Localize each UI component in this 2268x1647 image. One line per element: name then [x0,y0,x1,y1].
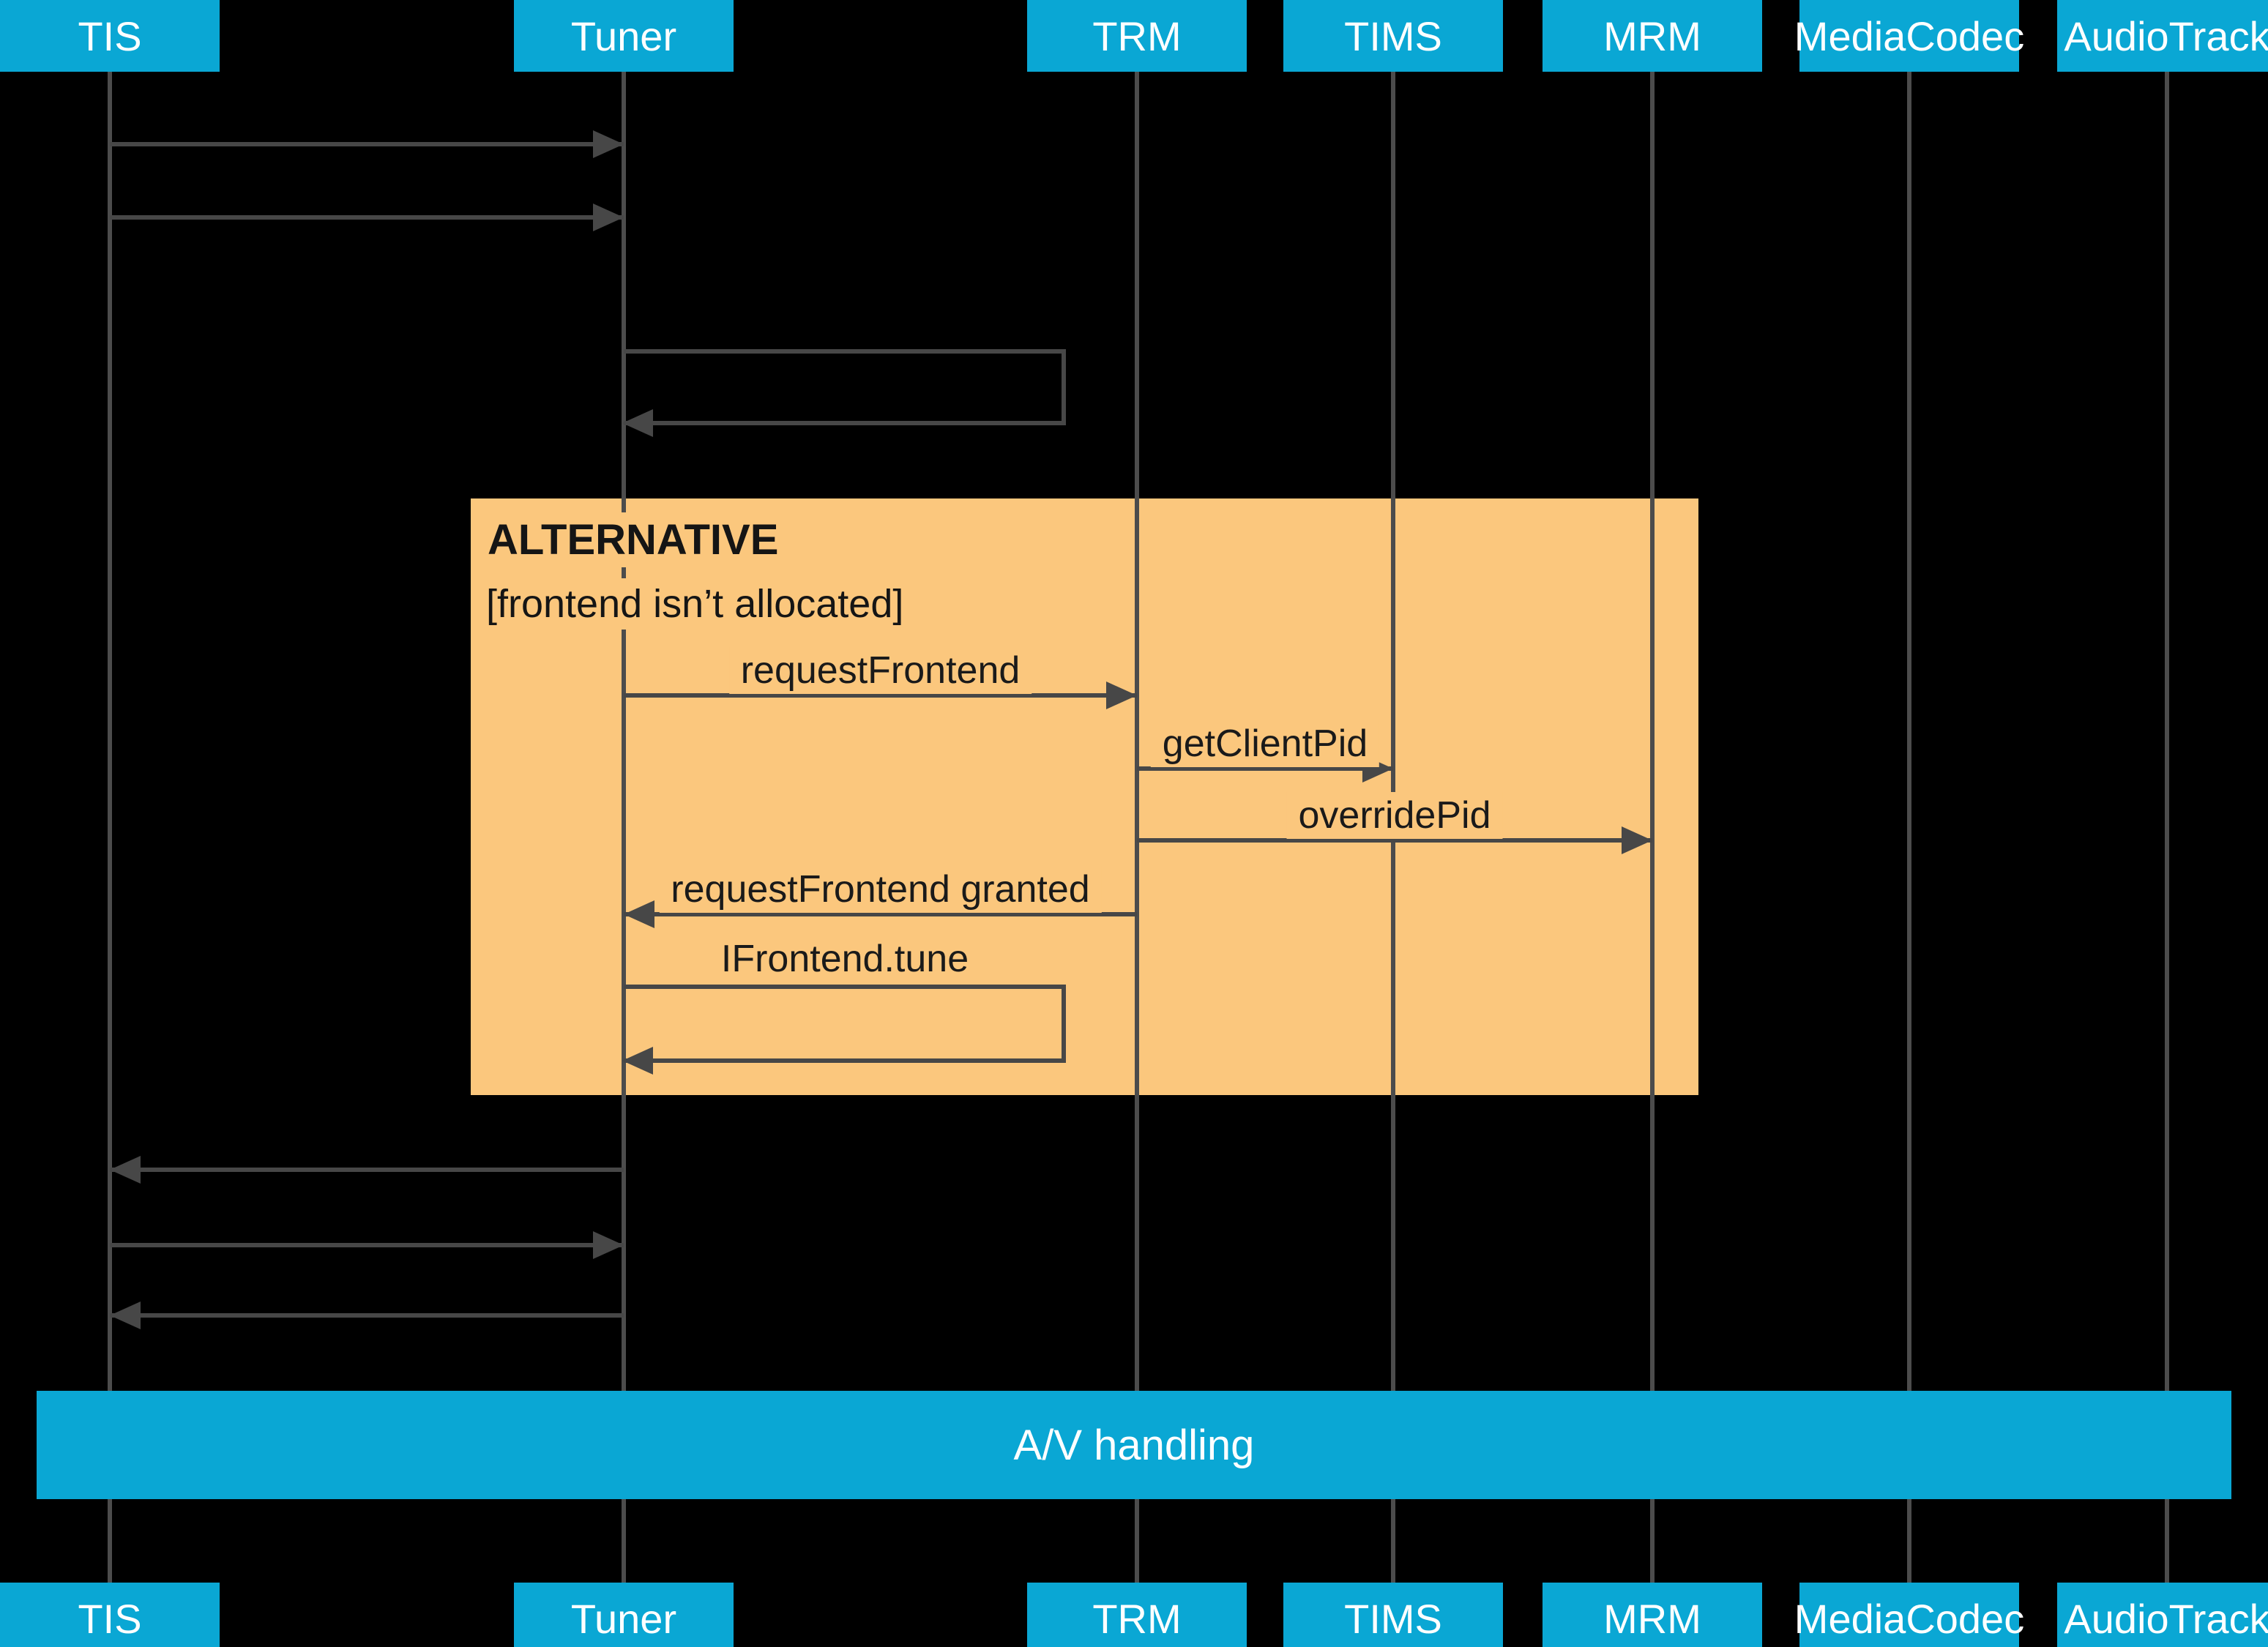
message-line [1137,838,1652,843]
message-line [624,693,1137,698]
message-line [1137,766,1393,771]
arrowhead-icon [593,203,624,231]
participant-bottom-TRM: TRM [1027,1583,1247,1647]
participant-bottom-MediaCodec: MediaCodec [1794,1583,2024,1647]
participant-bottom-Tuner: Tuner [514,1583,734,1647]
participant-top-MRM: MRM [1543,0,1762,72]
message-label: getClientPid [1150,720,1380,767]
av-handling-bar: A/V handling [37,1391,2231,1499]
arrowhead-icon [1622,826,1652,854]
message-line [110,142,624,146]
message-label: requestFrontend granted [659,866,1102,913]
arrowhead-icon [110,1301,141,1329]
arrowhead-icon [622,409,653,437]
message-line [110,1168,624,1172]
participant-top-AudioTrack: AudioTrack [2057,0,2268,72]
message-label: requestFrontend [728,647,1032,694]
participant-bottom-AudioTrack: AudioTrack [2057,1583,2268,1647]
participant-top-TRM: TRM [1027,0,1247,72]
participant-top-MediaCodec: MediaCodec [1794,0,2024,72]
arrowhead-icon [110,1156,141,1184]
alt-block-title: ALTERNATIVE [488,512,791,567]
av-handling-label: A/V handling [1013,1421,1255,1469]
lifeline-MRM [1650,72,1655,1583]
alt-block-condition: [frontend isn’t allocated] [486,578,916,630]
lifeline-Tuner [622,72,626,1583]
message-line [110,1313,624,1318]
arrowhead-icon [593,1231,624,1259]
arrowhead-icon [593,130,624,158]
participant-bottom-TIS: TIS [0,1583,220,1647]
participant-bottom-TIMS: TIMS [1283,1583,1503,1647]
message-line [624,912,1137,916]
message-label: IFrontend.tune [709,935,981,982]
lifeline-TIS [108,72,112,1583]
arrowhead-icon [622,1047,653,1075]
participant-bottom-MRM: MRM [1543,1583,1762,1647]
self-message-box [624,349,1066,425]
arrowhead-icon [624,900,654,928]
participant-top-TIS: TIS [0,0,220,72]
lifeline-AudioTrack [2165,72,2169,1583]
lifeline-MediaCodec [1907,72,1911,1583]
participant-top-Tuner: Tuner [514,0,734,72]
message-label: overridePid [1286,792,1503,839]
message-line [110,1243,624,1247]
arrowhead-icon [1106,681,1137,709]
message-line [110,215,624,220]
self-message-box [624,985,1066,1063]
participant-top-TIMS: TIMS [1283,0,1503,72]
lifeline-TRM [1135,72,1139,1583]
